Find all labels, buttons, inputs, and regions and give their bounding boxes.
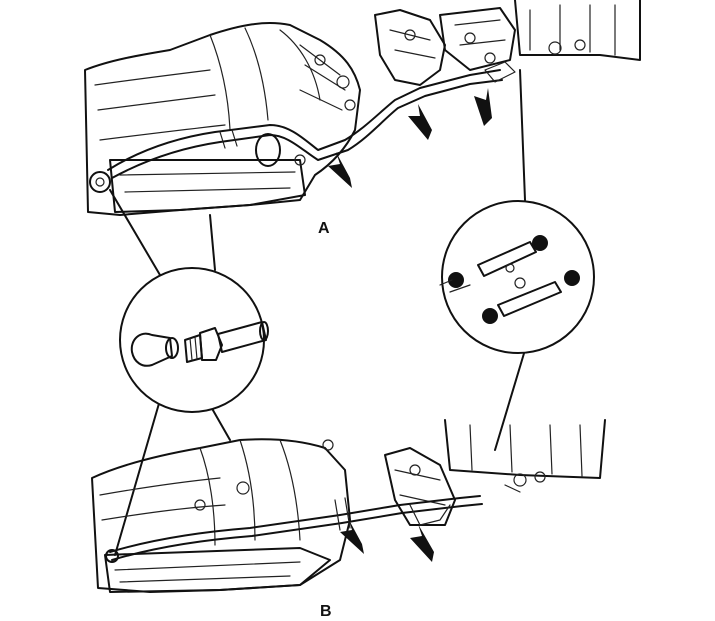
cooler-lines-b — [105, 495, 483, 563]
view-a-transmission — [84, 22, 361, 216]
mount-bracket-b — [384, 447, 456, 526]
transmission-housing-a — [84, 22, 361, 216]
arrow-a3 — [474, 88, 492, 126]
oil-pan-a — [109, 159, 306, 213]
cooler-line-lower-a — [111, 79, 503, 179]
callout-arrows-a — [328, 88, 492, 188]
cooler-line-upper-b — [109, 495, 481, 553]
retaining-clip-lower-icon — [497, 281, 562, 317]
arrow-b2 — [410, 524, 434, 562]
callout-arrows-b — [340, 518, 434, 562]
oil-pan-b — [104, 547, 331, 593]
arrow-a2 — [408, 104, 432, 140]
view-b-label: B — [320, 603, 332, 620]
bracket-detail-callout — [439, 69, 595, 451]
view-b-transmission — [91, 419, 606, 593]
cooler-lines-a — [107, 69, 503, 179]
banjo-elbow-fitting-icon — [130, 332, 173, 367]
arrow-b1 — [340, 518, 364, 554]
fitting-detail-circle — [119, 267, 265, 413]
cooler-line-upper-a — [107, 69, 501, 171]
fitting-detail-callout — [109, 189, 269, 556]
arrow-a1 — [328, 152, 352, 188]
mount-bracket-a — [374, 0, 641, 86]
cooler-line-lower-b — [111, 503, 483, 561]
bracket-detail-circle — [441, 200, 595, 354]
retaining-clip-upper-icon — [477, 241, 537, 277]
view-a-label: A — [318, 220, 330, 237]
